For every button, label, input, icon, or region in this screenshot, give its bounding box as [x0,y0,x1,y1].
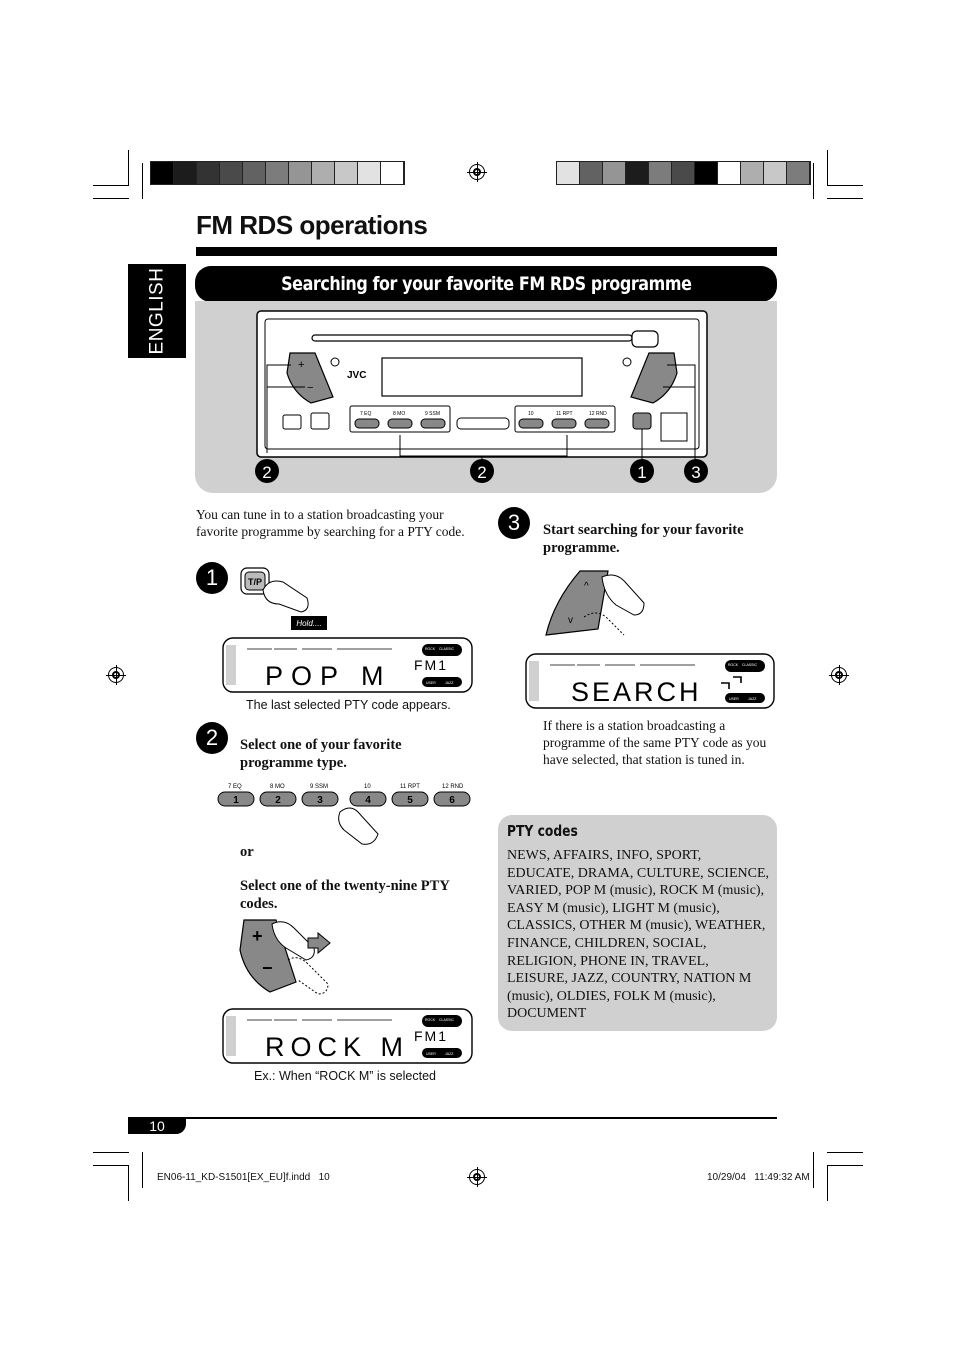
svg-text:−: − [307,382,313,394]
registration-mark-icon [467,162,487,182]
svg-text:v: v [568,615,573,626]
svg-text:3: 3 [317,795,323,806]
svg-text:2: 2 [262,463,271,482]
step-3-number: 3 [498,507,530,539]
tp-hold-illustration: T/P Hold.... [240,567,327,630]
pty-codes-list: NEWS, AFFAIRS, INFO, SPORT, EDUCATE, DRA… [507,848,769,1022]
lcd-band-text: FM1 [414,1028,448,1044]
source-button[interactable] [282,414,302,430]
preset-button-row[interactable] [217,791,471,807]
preset-buttons[interactable] [354,418,610,429]
faceplate-diagram: JVC + − 7 EQ 8 MO 9 SSM 10 11 RPT 12 RND [255,310,708,483]
lcd-main-text: ROCK M [265,1032,409,1062]
step-2-number: 2 [196,722,228,754]
tp-button[interactable] [632,412,652,430]
svg-text:JAZZ: JAZZ [748,697,757,701]
registration-mark-icon [829,665,849,685]
lcd-main-text: POP M [265,661,392,691]
registration-mark-icon [106,665,126,685]
svg-text:12 RND: 12 RND [442,784,464,790]
volume-rocker-illustration: + − [239,919,331,995]
svg-text:USER: USER [426,1052,436,1056]
step-1-caption: The last selected PTY code appears. [246,698,451,712]
svg-text:JAZZ: JAZZ [445,681,454,685]
svg-text:6: 6 [449,795,455,806]
language-tab-label: ENGLISH [146,267,168,355]
callout-1: 1 [630,459,654,483]
step-1-number: 1 [196,562,228,594]
volume-rocker[interactable] [286,352,334,404]
hold-label: Hold.... [296,619,321,628]
title-rule [196,247,777,256]
svg-text:+: + [298,359,304,371]
preset-label: 12 RND [589,411,607,417]
seek-rocker-illustration: ^ v [545,570,645,636]
callout-2-left: 2 [255,459,279,483]
svg-text:4: 4 [365,795,371,806]
svg-text:3: 3 [691,463,700,482]
lcd-display-search: ROCK CLASSIC USER JAZZ SEARCH [525,653,775,709]
callout-2-center: 2 [470,459,494,483]
svg-text:7 EQ: 7 EQ [228,784,242,790]
color-bar-right [556,161,811,185]
step-3-note: If there is a station broadcasting a pro… [543,718,767,767]
svg-text:JAZZ: JAZZ [445,1052,454,1056]
svg-text:2: 2 [275,795,281,806]
preset-label: 8 MO [393,411,405,417]
pty-codes-heading: PTY codes [507,822,578,840]
svg-text:CLASSIC: CLASSIC [742,663,757,667]
svg-text:8 MO: 8 MO [270,784,285,790]
preset-label: 10 [528,411,534,417]
svg-text:2: 2 [477,463,486,482]
svg-text:11 RPT: 11 RPT [400,784,420,790]
svg-text:5: 5 [407,795,413,806]
timestamp: 10/29/04 11:49:32 AM [707,1172,810,1183]
svg-text:+: + [252,926,263,946]
lcd-main-text: SEARCH [571,677,702,707]
step-2-label-alt: Select one of the twenty-nine PTY codes. [240,878,450,912]
callout-3: 3 [684,459,708,483]
or-label: or [240,844,254,860]
svg-text:ROCK: ROCK [425,1018,436,1022]
eject-button[interactable] [631,330,659,348]
page-title: FM RDS operations [196,210,428,240]
pty-codes-box [498,815,777,1031]
lcd-display-rock: ROCK CLASSIC USER JAZZ ROCK M FM1 [222,1008,473,1064]
brand-logo: JVC [347,370,366,381]
registration-mark-icon [467,1167,487,1187]
footer-rule [128,1117,777,1119]
step-3-label: Start searching for your favorite progra… [543,522,744,556]
seek-rocker[interactable] [630,352,678,404]
svg-text:^: ^ [584,581,589,592]
svg-text:USER: USER [426,681,436,685]
language-tab [128,264,186,358]
step-2-label: Select one of your favorite programme ty… [240,737,402,771]
svg-text:−: − [262,958,273,978]
file-slug: EN06-11_KD-S1501[EX_EU]f.indd 10 [157,1172,330,1183]
step-2-caption: Ex.: When “ROCK M” is selected [254,1069,436,1083]
svg-text:CLASSIC: CLASSIC [439,1018,454,1022]
svg-text:1: 1 [637,463,646,482]
preset-label: 9 SSM [425,411,440,417]
lcd-band-text: FM1 [414,657,448,673]
intro-text: You can tune in to a station broadcastin… [196,507,465,539]
svg-text:9 SSM: 9 SSM [310,784,328,790]
preset-label: 11 RPT [556,411,573,417]
preset-label: 7 EQ [360,411,372,417]
svg-text:1: 1 [233,795,239,806]
svg-text:CLASSIC: CLASSIC [439,647,454,651]
power-button[interactable] [310,412,330,430]
svg-text:ROCK: ROCK [728,663,739,667]
preset-buttons-illustration: 7 EQ 8 MO 9 SSM 10 11 RPT 12 RND 1 2 3 4… [217,784,471,845]
section-title: Searching for your favorite FM RDS progr… [195,266,777,302]
color-bar-left [150,161,405,185]
svg-text:ROCK: ROCK [425,647,436,651]
page-number: 10 [128,1118,186,1134]
mode-button[interactable] [456,417,510,430]
svg-text:10: 10 [364,784,371,790]
svg-text:USER: USER [729,697,739,701]
tp-button-label: T/P [248,577,262,587]
lcd-display-pop: ROCK CLASSIC USER JAZZ POP M FM1 [222,637,473,693]
